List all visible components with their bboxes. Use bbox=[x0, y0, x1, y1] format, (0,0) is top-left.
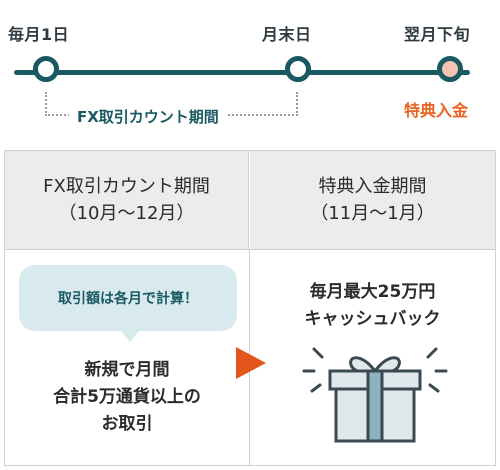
condition-line-2: 合計5万通貨以上の bbox=[53, 387, 201, 408]
header-bonus-period: 特典入金期間 （11月～1月） bbox=[250, 151, 495, 249]
speech-bubble-text: 取引額は各月で計算！ bbox=[58, 291, 198, 307]
bonus-deposit-label: 特典入金 bbox=[404, 101, 469, 120]
reward-text: 毎月最大25万円 キャッシュバック bbox=[250, 279, 495, 333]
row-divider bbox=[5, 249, 495, 250]
condition-text: 新規で月間 合計5万通貨以上の お取引 bbox=[5, 357, 249, 439]
speech-bubble-tail bbox=[120, 330, 140, 342]
count-period-label: FX取引カウント期間 bbox=[69, 106, 227, 127]
condition-line-3: お取引 bbox=[101, 414, 153, 435]
timeline-node-month-end bbox=[285, 56, 311, 82]
reward-line-2: キャッシュバック bbox=[304, 309, 441, 330]
header-bonus-period-title: 特典入金期間 bbox=[318, 176, 427, 197]
reward-line-1: 毎月最大25万円 bbox=[309, 282, 436, 302]
right-arrow-icon bbox=[236, 347, 266, 379]
gift-box-icon bbox=[302, 347, 448, 443]
campaign-table: FX取引カウント期間 （10月～12月） 特典入金期間 （11月～1月） 取引額… bbox=[4, 150, 496, 466]
header-count-period-title: FX取引カウント期間 bbox=[43, 176, 210, 197]
header-count-period: FX取引カウント期間 （10月～12月） bbox=[5, 151, 249, 249]
timeline-label-start: 毎月1日 bbox=[8, 25, 70, 44]
timeline-node-start bbox=[33, 56, 59, 82]
timeline-line bbox=[14, 70, 470, 75]
header-bonus-period-months: （11月～1月） bbox=[310, 203, 435, 224]
header-count-period-months: （10月～12月） bbox=[58, 203, 195, 224]
condition-line-1: 新規で月間 bbox=[84, 360, 170, 380]
timeline-node-bonus bbox=[437, 56, 463, 82]
timeline-label-next-month: 翌月下旬 bbox=[404, 25, 471, 44]
timeline-label-month-end: 月末日 bbox=[262, 25, 312, 44]
speech-bubble: 取引額は各月で計算！ bbox=[19, 265, 237, 331]
